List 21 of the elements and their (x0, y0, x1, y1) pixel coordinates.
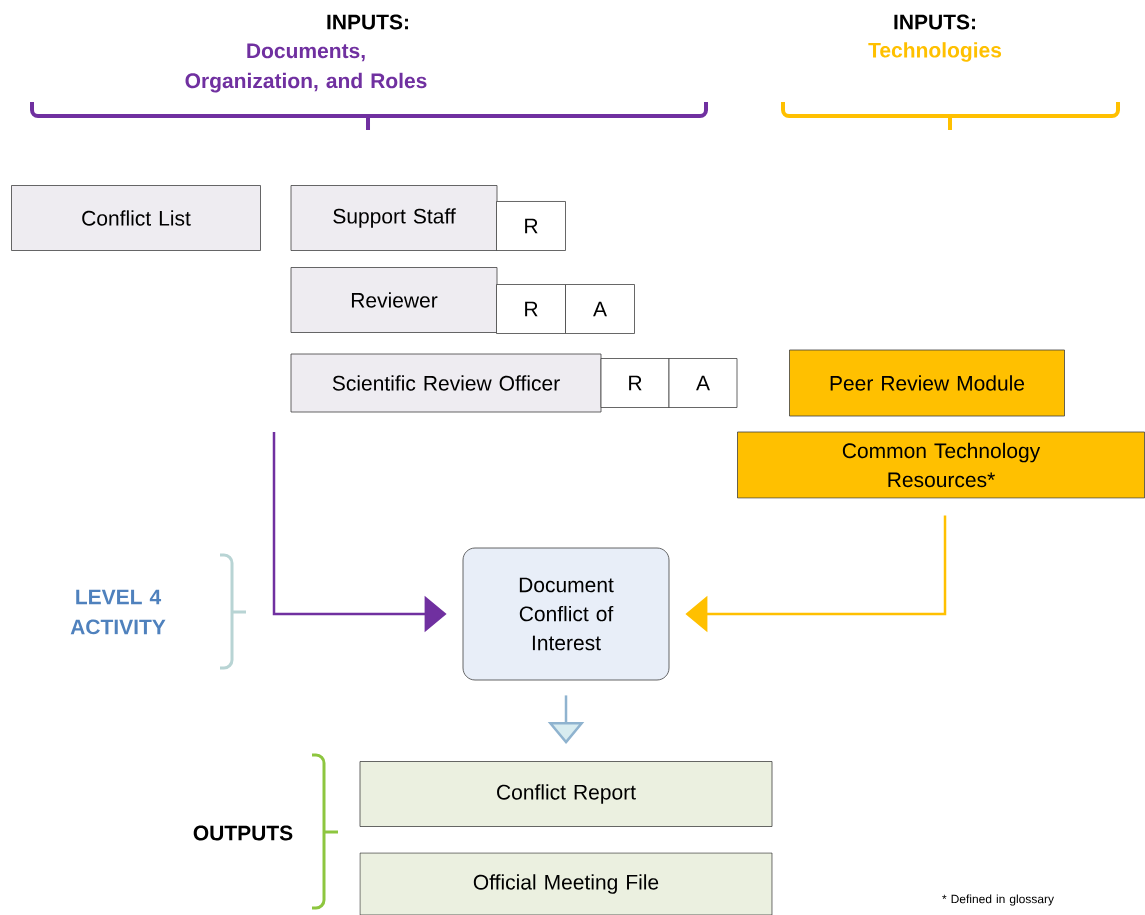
process-box: Conflict Report (359, 761, 773, 827)
process-box: Official Meeting File (359, 852, 773, 915)
heading: INPUTS: (327, 14, 408, 30)
heading: Documents, Organization, and Roles (185, 43, 427, 93)
heading: INPUTS: (894, 14, 975, 30)
process-box: R (496, 201, 566, 251)
process-box: R (600, 358, 670, 408)
process-box: Common Technology Resources* (737, 431, 1145, 499)
footnote: * Defined in glossary (942, 894, 1054, 906)
heading: Technologies (868, 42, 1002, 62)
activity-box: Document Conflict of Interest (462, 547, 670, 681)
process-box: Conflict List (11, 185, 261, 251)
process-box: Scientific Review Officer (290, 353, 602, 413)
activity-label: LEVEL 4 ACTIVITY (70, 589, 166, 635)
outputs-label: OUTPUTS (193, 825, 293, 841)
process-box: A (668, 358, 738, 408)
process-box: A (565, 284, 635, 334)
process-box: Peer Review Module (789, 349, 1065, 417)
process-box: Support Staff (290, 185, 498, 251)
process-box: R (496, 284, 566, 334)
process-box: Reviewer (290, 267, 498, 333)
